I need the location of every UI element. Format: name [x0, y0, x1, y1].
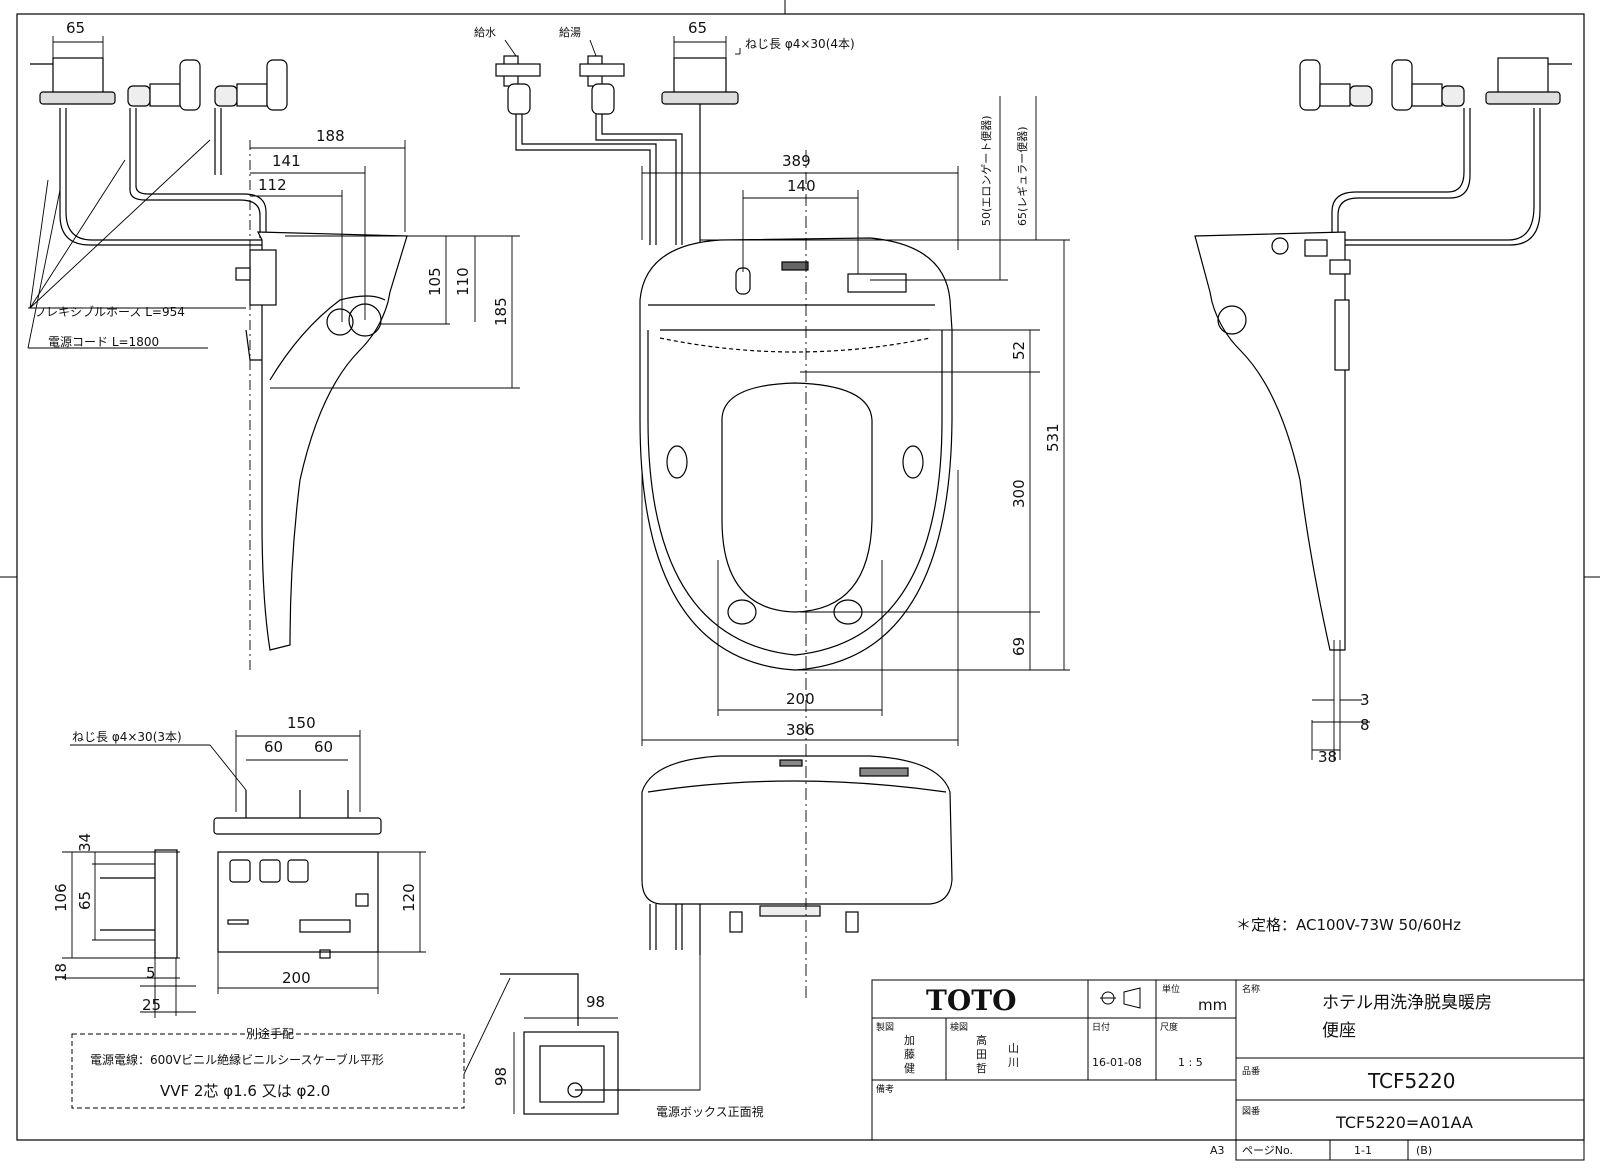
- dim-top-65: 65: [688, 19, 707, 37]
- product-name-1: ホテル用洗浄脱臭暖房: [1322, 993, 1492, 1013]
- dim-top-69: 69: [1010, 637, 1028, 656]
- dim-top-386: 386: [786, 721, 815, 739]
- drawn-label: 製図: [876, 1021, 894, 1033]
- label-water-supply: 給水: [474, 25, 496, 39]
- checked-by-3: 哲: [976, 1062, 987, 1075]
- scale-label: 尺度: [1160, 1021, 1178, 1033]
- product-no-value: TCF5220: [1367, 1069, 1455, 1093]
- checked-by2-1: 山: [1008, 1042, 1019, 1055]
- drawn-by-2: 藤: [904, 1048, 915, 1061]
- dim-left-141: 141: [272, 152, 301, 170]
- dim-right-3: 3: [1360, 691, 1370, 709]
- top-view-dimension-texts: 給水 給湯 65 ねじ長 φ4×30(4本) 389 140 50(エロンゲート…: [474, 19, 1062, 739]
- drawn-by-3: 健: [904, 1062, 915, 1075]
- toto-logo: TOTO: [926, 984, 1016, 1017]
- symbol-icon: [1100, 987, 1141, 1009]
- mounting-plate-view: [100, 790, 382, 959]
- dim-plate-60a: 60: [264, 738, 283, 756]
- title-block-texts: TOTO 単位 mm 名称 ホテル用洗浄脱臭暖房 便座 製図 加 藤 健 検図 …: [876, 983, 1492, 1157]
- dim-left-188: 188: [316, 127, 345, 145]
- power-box-texts: 98 98 電源ボックス正面視: [492, 993, 764, 1119]
- screw-label-plate: ねじ長 φ4×30(3本): [72, 730, 182, 744]
- page-label: ページNo.: [1242, 1144, 1293, 1157]
- plate-dimension-lines: [62, 730, 426, 1018]
- remarks-label: 備考: [876, 1083, 894, 1095]
- separate-line1: 電源電線：600Vビニル絶縁ビニルシースケーブル平形: [90, 1052, 384, 1067]
- screw-label-top: ねじ長 φ4×30(4本): [745, 37, 855, 51]
- dim-powerbox-98h: 98: [492, 1067, 510, 1086]
- dim-plate-120: 120: [400, 883, 418, 912]
- checked-by-1: 高: [976, 1033, 987, 1047]
- checked-label: 検図: [950, 1021, 968, 1033]
- checked-by-2: 田: [976, 1048, 987, 1061]
- left-view-dimension-texts: 65 188 141 112 105 110 185 フレキシブルホース L=9…: [34, 19, 510, 349]
- dim-top-531: 531: [1044, 423, 1062, 452]
- dim-left-112: 112: [258, 176, 287, 194]
- dim-right-8: 8: [1360, 716, 1370, 734]
- top-view-dimension-lines: [504, 36, 1070, 1000]
- title-block: [871, 979, 1585, 1161]
- dim-plate-25: 25: [142, 996, 161, 1014]
- dim-top-50: 50(エロンゲート便器): [980, 115, 993, 226]
- dim-left-110: 110: [454, 267, 472, 296]
- product-no-label: 品番: [1242, 1065, 1260, 1077]
- separate-procurement-box: 別途手配 電源電線：600Vビニル絶縁ビニルシースケーブル平形 VVF 2芯 φ…: [71, 1026, 465, 1109]
- dim-top-200: 200: [786, 690, 815, 708]
- dim-top-300: 300: [1010, 479, 1028, 508]
- sheet-size: A3: [1210, 1144, 1225, 1157]
- dim-plate-18: 18: [52, 963, 70, 982]
- dim-powerbox-98w: 98: [586, 993, 605, 1011]
- drawn-by-1: 加: [904, 1034, 915, 1047]
- right-view-dimension-lines: [1311, 640, 1370, 760]
- name-label: 名称: [1242, 983, 1260, 995]
- dim-top-140: 140: [787, 177, 816, 195]
- right-side-view: [1194, 57, 1572, 651]
- dim-left-65: 65: [66, 19, 85, 37]
- revision-value: (B): [1416, 1144, 1432, 1157]
- unit-value: mm: [1198, 996, 1227, 1014]
- date-value: 16-01-08: [1092, 1056, 1142, 1069]
- dim-left-185: 185: [492, 297, 510, 326]
- separate-line2: VVF 2芯 φ1.6 又は φ2.0: [160, 1082, 330, 1100]
- dim-plate-65: 65: [76, 891, 94, 910]
- power-box-view: [463, 955, 701, 1115]
- dim-plate-34: 34: [76, 833, 94, 852]
- dim-top-65-reg: 65(レギュラー便器): [1016, 126, 1029, 226]
- label-hot-water: 給湯: [559, 25, 581, 39]
- right-view-dimension-texts: 3 8 38: [1318, 691, 1370, 766]
- drawing-no-label: 図番: [1242, 1105, 1260, 1117]
- drawing-no-value: TCF5220=A01AA: [1335, 1113, 1473, 1132]
- power-box-view-label: 電源ボックス正面視: [656, 1104, 764, 1119]
- dim-plate-200: 200: [282, 969, 311, 987]
- unit-label: 単位: [1162, 983, 1180, 995]
- dim-plate-5: 5: [146, 964, 156, 982]
- scale-value: 1 : 5: [1178, 1056, 1203, 1069]
- rating-label: ＊定格：AC100V-73W 50/60Hz: [1236, 916, 1461, 934]
- dim-plate-150: 150: [287, 714, 316, 732]
- dim-top-389: 389: [782, 152, 811, 170]
- dim-plate-60b: 60: [314, 738, 333, 756]
- dim-right-38: 38: [1318, 748, 1337, 766]
- checked-by2-2: 川: [1008, 1056, 1019, 1069]
- page-value: 1-1: [1354, 1144, 1372, 1157]
- plate-dimension-texts: ねじ長 φ4×30(3本) 150 60 60 34 106 65 18 5 2…: [52, 714, 418, 1014]
- left-side-view: [30, 57, 408, 651]
- dim-plate-106: 106: [52, 883, 70, 912]
- dim-top-52: 52: [1010, 341, 1028, 360]
- power-cord-label: 電源コード L=1800: [48, 335, 159, 349]
- flex-hose-label: フレキシブルホース L=954: [34, 304, 185, 319]
- separate-title: 別途手配: [246, 1026, 294, 1041]
- dim-left-105: 105: [426, 267, 444, 296]
- left-view-dimension-lines: [27, 36, 520, 670]
- top-view: [495, 55, 953, 955]
- product-name-2: 便座: [1322, 1021, 1356, 1041]
- date-label: 日付: [1092, 1022, 1110, 1033]
